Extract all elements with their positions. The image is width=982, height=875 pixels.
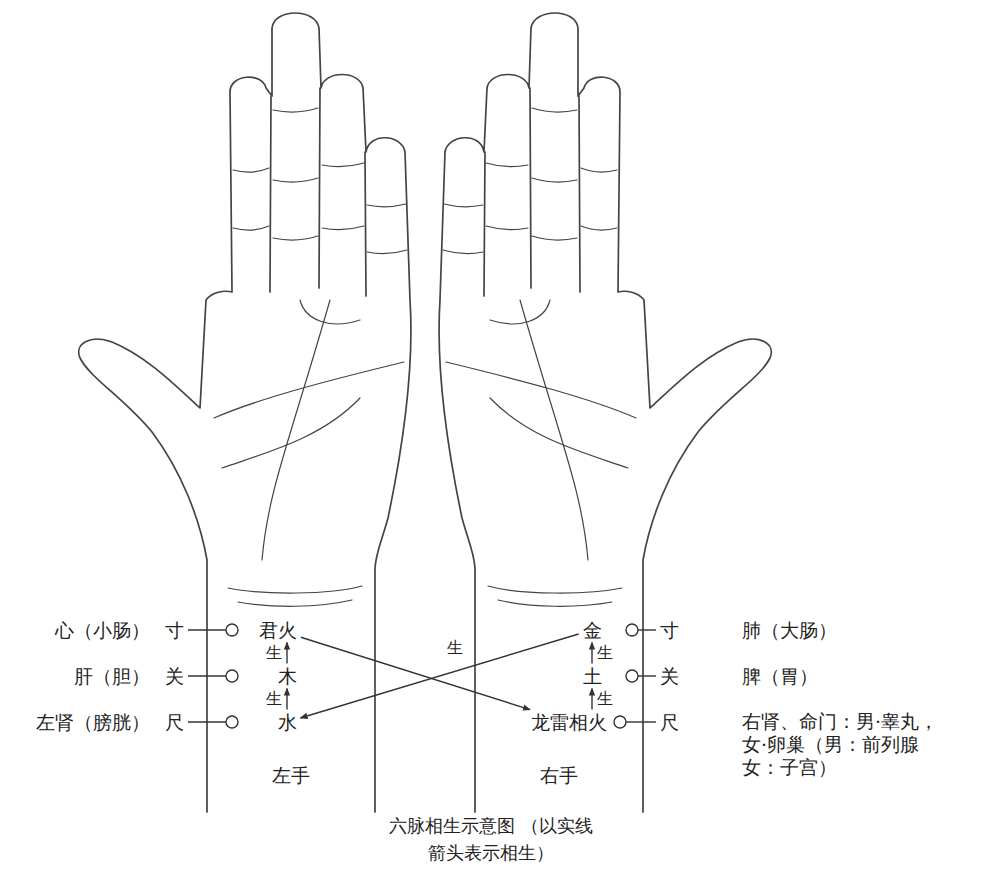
right-hand [439, 13, 771, 812]
pulse-point [226, 624, 238, 636]
generation-arrow [300, 634, 578, 718]
generation-arrow [286, 688, 287, 709]
node-text: 土 [583, 665, 602, 688]
position-label: 脾（胃） [742, 665, 818, 688]
pulse-point [614, 716, 626, 728]
node-text: 水 [278, 711, 297, 734]
position-label: 肺（大肠） [742, 619, 837, 642]
node-text: 木 [278, 665, 297, 688]
position-label: 左肾（膀胱） [36, 711, 150, 734]
position-label: 寸 [165, 619, 184, 642]
position-label: 尺 [660, 711, 679, 734]
generation-arrow [286, 642, 287, 663]
leader-line [638, 675, 656, 676]
pulse-point [226, 670, 238, 682]
element-node: 龙雷相火 [530, 711, 608, 734]
edge-label: 生 [446, 638, 464, 657]
leader-line [188, 721, 226, 722]
leader-line [638, 629, 656, 630]
element-node: 君火 [258, 619, 298, 642]
pulse-point [626, 670, 638, 682]
position-label: 左手 [272, 764, 310, 787]
position-label: 关 [165, 665, 184, 688]
element-node: 木 [277, 665, 298, 688]
generation-arrow [301, 637, 530, 709]
leader-line [188, 629, 226, 630]
position-label: 关 [660, 665, 679, 688]
position-label: 肝（胆） [74, 665, 150, 688]
leader-line [626, 721, 656, 722]
position-label: 尺 [165, 711, 184, 734]
position-label: 右手 [540, 764, 578, 787]
edge-label: 生 [596, 689, 614, 708]
node-text: 金 [583, 619, 602, 642]
element-node: 土 [582, 665, 603, 688]
generation-arrow [591, 642, 592, 663]
position-label: 心（小肠） [55, 619, 150, 642]
node-text: 君火 [259, 619, 297, 642]
left-hand [79, 13, 411, 812]
pulse-point [226, 716, 238, 728]
node-text: 龙雷相火 [531, 711, 607, 734]
edge-label: 生 [265, 689, 283, 708]
generation-arrow [591, 688, 592, 709]
edge-label: 生 [596, 643, 614, 662]
position-label: 寸 [660, 619, 679, 642]
leader-line [188, 675, 226, 676]
figure-caption: 六脉相生示意图 （以实线箭头表示相生） [384, 812, 599, 866]
pulse-point [626, 624, 638, 636]
element-node: 金 [582, 619, 603, 642]
element-node: 水 [277, 711, 298, 734]
position-label: 右肾、命门：男·睾丸，女·卵巢（男：前列腺 女：子宫） [742, 710, 942, 778]
edge-label: 生 [265, 643, 283, 662]
